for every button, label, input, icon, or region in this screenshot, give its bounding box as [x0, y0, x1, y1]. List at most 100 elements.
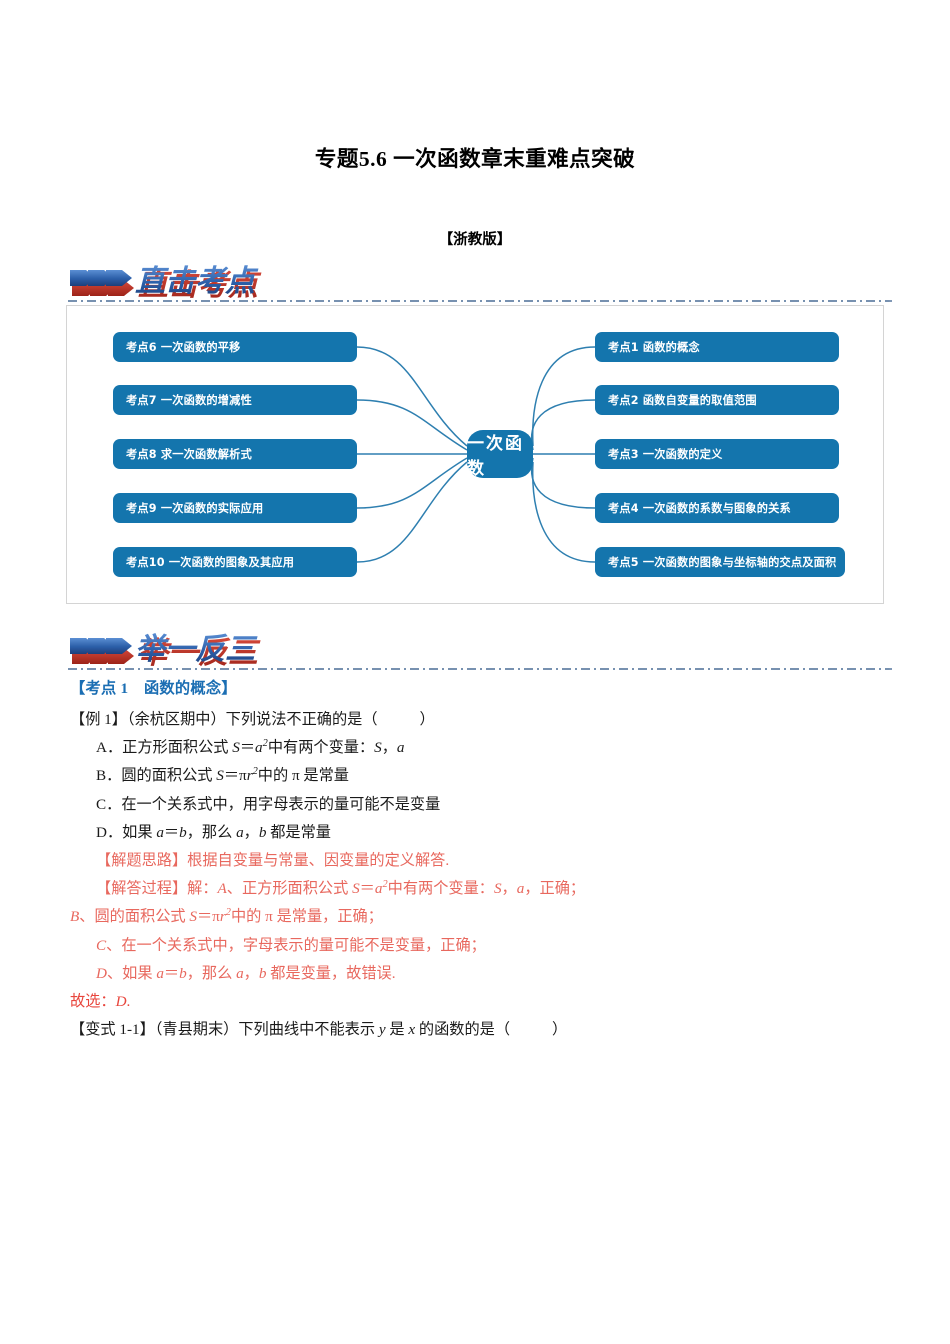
option-b-text: 圆的面积公式 — [121, 767, 217, 785]
solution-a-text-3: ，正确； — [524, 880, 586, 898]
solution-a-text: 、正方形面积公式 — [226, 880, 353, 898]
solution-option-c: C — [96, 936, 107, 954]
example-source: （余杭区期中）下列说法不正确的是（ — [126, 711, 378, 728]
answer-period: . — [126, 993, 131, 1011]
variant-label: 【变式 1-1】 — [70, 1021, 155, 1039]
variable-a: a — [236, 964, 244, 982]
mindmap-node-right-5[interactable]: 考点5 一次函数的图象与坐标轴的交点及面积 — [595, 547, 845, 577]
page-title: 专题5.6 一次函数章末重难点突破 — [314, 147, 636, 171]
triple-chevron-icon — [70, 638, 134, 664]
solution-idea-text: 根据自变量与常量、因变量的定义解答. — [187, 852, 450, 870]
option-b: B．圆的面积公式 S＝πr2中的 π 是常量 — [70, 766, 890, 785]
mindmap-node-left-5[interactable]: 考点10 一次函数的图象及其应用 — [113, 547, 357, 577]
solution-b-text-2: 中的 π 是常量，正确； — [230, 908, 383, 926]
solution-process-label: 【解答过程】 — [96, 880, 188, 898]
option-d: D．如果 a＝b，那么 a，b 都是常量 — [70, 825, 890, 840]
option-c-label: C． — [96, 795, 122, 813]
variant-tail: 的函数的是（ — [415, 1021, 511, 1039]
option-b-text-2: 中的 π 是常量 — [257, 767, 349, 785]
mindmap-node-right-3[interactable]: 考点3 一次函数的定义 — [595, 439, 839, 469]
solution-process: 【解答过程】解：A、正方形面积公式 S＝a2中有两个变量：S，a，正确； — [70, 879, 890, 898]
solution-process-prefix: 解： — [187, 880, 218, 898]
option-b-label: B． — [96, 767, 122, 785]
solution-idea: 【解题思路】根据自变量与常量、因变量的定义解答. — [70, 853, 890, 868]
variable-a: a — [156, 823, 164, 841]
option-a-text-2: 中有两个变量： — [267, 739, 375, 757]
solution-line-b: B、圆的面积公式 S＝πr2中的 π 是常量，正确； — [70, 907, 890, 926]
section-banner-juyi-fansan: 举一反三 举一反三 — [66, 620, 894, 676]
document-body: 【考点 1 函数的概念】 【例 1】（余杭区期中）下列说法不正确的是（） A．正… — [70, 676, 890, 1050]
section-banner-zhiji-kaodian: 直击考点 直击考点 — [66, 248, 894, 304]
formula-eq-pi: ＝π — [196, 908, 220, 926]
variant-close-paren: ） — [552, 1021, 568, 1039]
comma: ， — [243, 823, 259, 841]
solution-d-text: 、如果 — [106, 964, 157, 982]
mindmap-center-node[interactable]: 一次函数 — [467, 430, 533, 479]
answer-label: 故选： — [70, 993, 116, 1011]
formula-s: S — [232, 739, 240, 757]
mindmap-node-right-4[interactable]: 考点4 一次函数的系数与图象的关系 — [595, 493, 839, 523]
mindmap-node-right-2[interactable]: 考点2 函数自变量的取值范围 — [595, 385, 839, 415]
variable-a: a — [156, 964, 164, 982]
solution-d-text-3: 都是变量，故错误. — [266, 964, 396, 982]
option-d-text: 如果 — [122, 823, 157, 841]
variable-a: a — [236, 823, 244, 841]
option-a-label: A． — [96, 739, 123, 757]
example-question: 【例 1】（余杭区期中）下列说法不正确的是（） — [70, 712, 890, 727]
solution-a-text-2: 中有两个变量： — [387, 880, 494, 898]
solution-option-b: B — [70, 908, 80, 926]
formula-r: r — [219, 908, 226, 926]
banner-text: 举一反三 — [135, 632, 258, 667]
comma: ， — [501, 880, 517, 898]
variable-b: b — [179, 964, 187, 982]
variable-a: a — [396, 739, 405, 757]
formula-s: S — [216, 767, 224, 785]
variant-mid: 是 — [385, 1021, 409, 1039]
page-subtitle: 【浙教版】 — [438, 232, 512, 248]
banner-text: 直击考点 — [135, 264, 259, 299]
mindmap-diagram: 考点6 一次函数的平移 考点7 一次函数的增减性 考点8 求一次函数解析式 考点… — [66, 305, 884, 604]
formula-eq-pi: ＝π — [223, 767, 247, 785]
mindmap-node-left-2[interactable]: 考点7 一次函数的增减性 — [113, 385, 357, 415]
solution-answer: 故选：D. — [70, 994, 890, 1009]
variable-s: S — [493, 880, 502, 898]
formula-exponent: 2 — [252, 766, 258, 778]
variant-question: 【变式 1-1】（青县期末）下列曲线中不能表示 y 是 x 的函数的是（） — [70, 1022, 890, 1037]
option-c: C．在一个关系式中，用字母表示的量可能不是变量 — [70, 797, 890, 812]
answer-value: D — [115, 993, 127, 1011]
mindmap-node-left-3[interactable]: 考点8 求一次函数解析式 — [113, 439, 357, 469]
comma: ， — [243, 964, 259, 982]
comma: ， — [381, 739, 397, 757]
solution-option-a: A — [217, 880, 227, 898]
solution-line-c: C、在一个关系式中，字母表示的量可能不是变量，正确； — [70, 938, 890, 953]
option-a-text: 正方形面积公式 — [122, 739, 233, 757]
kaodian-heading: 【考点 1 函数的概念】 — [70, 680, 237, 697]
formula-eq: ＝ — [239, 739, 256, 757]
equals: ＝ — [163, 823, 180, 841]
formula-eq: ＝ — [359, 880, 375, 898]
option-d-text-2: ，那么 — [186, 823, 237, 841]
formula-exponent: 2 — [262, 738, 268, 750]
mindmap-node-left-1[interactable]: 考点6 一次函数的平移 — [113, 332, 357, 362]
variable-b: b — [179, 823, 187, 841]
banner-text-shadow: 举一反三 — [138, 636, 261, 671]
variable-b: b — [258, 823, 267, 841]
variant-source: （青县期末）下列曲线中不能表示 — [154, 1021, 379, 1039]
variable-y: y — [378, 1021, 386, 1039]
option-d-text-3: 都是常量 — [266, 823, 331, 841]
mindmap-node-left-4[interactable]: 考点9 一次函数的实际应用 — [113, 493, 357, 523]
formula-s: S — [189, 908, 197, 926]
formula-a: a — [374, 880, 383, 898]
solution-c-text: 、在一个关系式中，字母表示的量可能不是变量，正确； — [106, 936, 486, 954]
formula-s: S — [352, 880, 360, 898]
example-close-paren: ） — [419, 711, 435, 728]
triple-chevron-icon — [70, 270, 134, 296]
equals: ＝ — [163, 964, 180, 982]
option-a: A．正方形面积公式 S＝a2中有两个变量：S，a — [70, 738, 890, 757]
variable-a: a — [516, 880, 525, 898]
variable-s: S — [374, 739, 382, 757]
mindmap-node-right-1[interactable]: 考点1 函数的概念 — [595, 332, 839, 362]
formula-exponent: 2 — [225, 907, 231, 919]
banner-text-shadow: 直击考点 — [138, 268, 262, 303]
